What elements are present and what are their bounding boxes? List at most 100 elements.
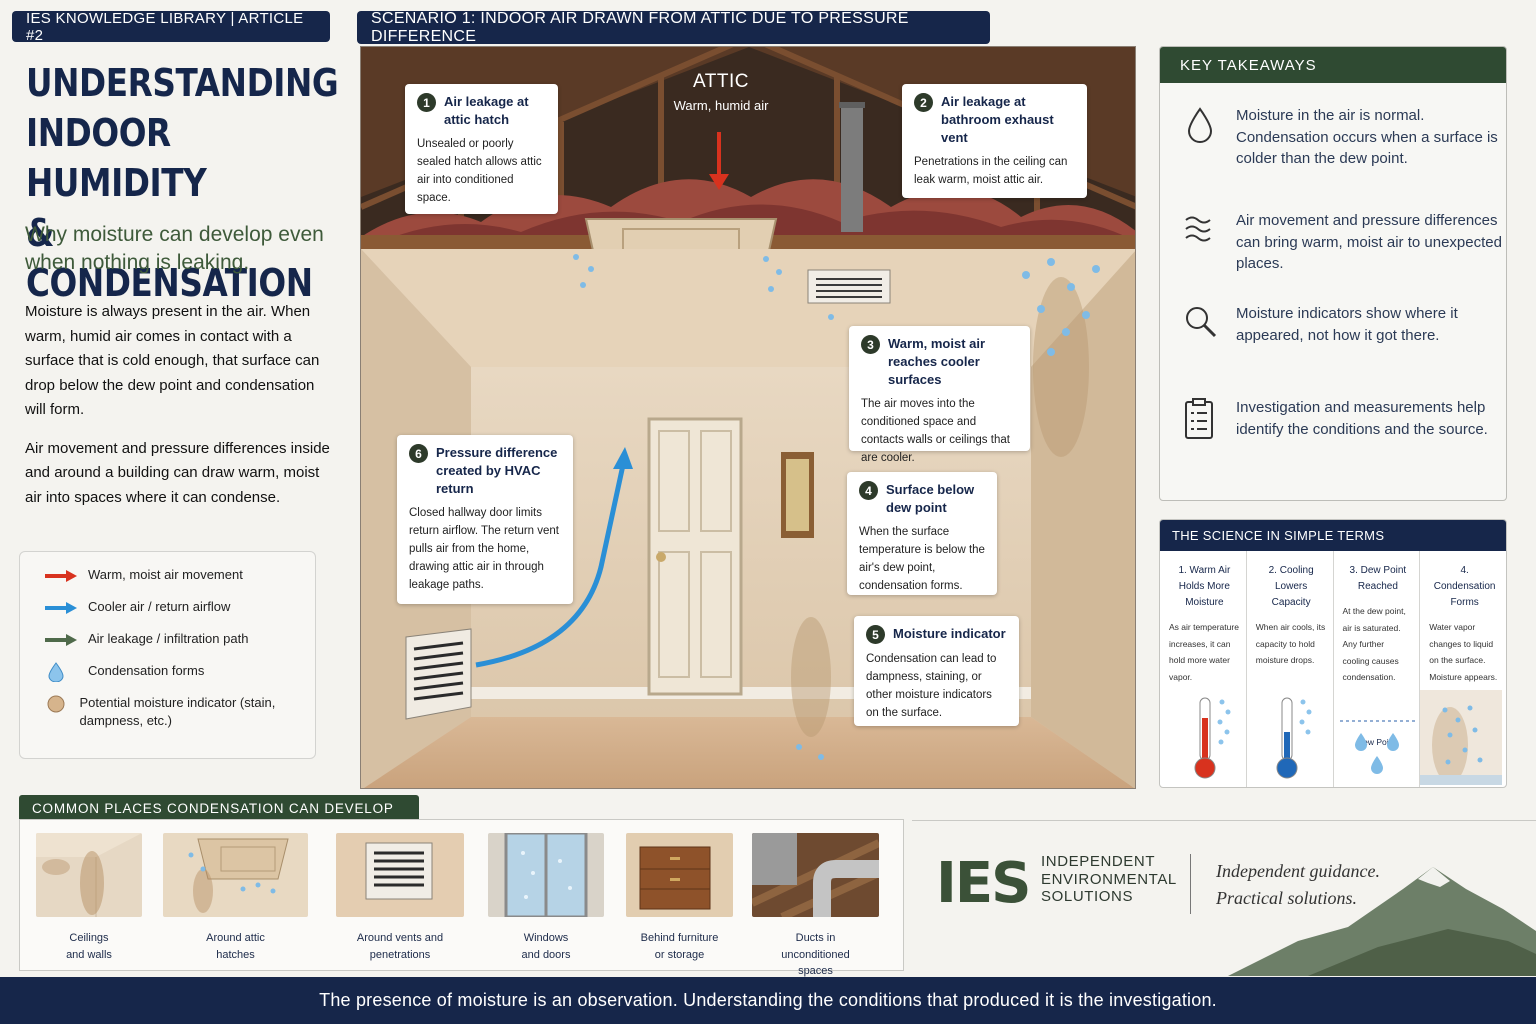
callout-number: 3 bbox=[861, 335, 880, 354]
intro-paragraph-1: Moisture is always present in the air. W… bbox=[25, 303, 320, 418]
legend-item: Warm, moist air movement bbox=[44, 566, 315, 598]
page-subtitle: Why moisture can develop even when nothi… bbox=[25, 223, 324, 274]
company-name: INDEPENDENT ENVIRONMENTAL SOLUTIONS bbox=[1041, 853, 1177, 906]
place-label-line: Ducts in bbox=[795, 932, 836, 944]
callout-cooler-surfaces: 3 Warm, moist air reaches cooler surfaces… bbox=[849, 326, 1030, 464]
science-column-title: 2. Cooling Lowers Capacity bbox=[1268, 565, 1314, 608]
science-column-body: Water vapor changes to liquid on the sur… bbox=[1429, 622, 1498, 682]
legend-label: Condensation forms bbox=[88, 663, 205, 678]
callout-hvac-return: 6 Pressure difference created by HVAC ret… bbox=[397, 435, 573, 604]
condensation-surface-icon bbox=[1420, 690, 1503, 785]
place-label-line: and walls bbox=[66, 948, 112, 961]
callout-number: 5 bbox=[866, 625, 885, 644]
page-title: UNDERSTANDING INDOOR HUMIDITY & CONDENSA… bbox=[26, 58, 339, 308]
place-label-line: penetrations bbox=[369, 948, 431, 961]
stain-dot-icon bbox=[44, 694, 80, 714]
callout-number: 6 bbox=[409, 444, 428, 463]
science-column: 3. Dew Point Reached At the dew point, a… bbox=[1334, 551, 1421, 787]
intro-text: Moisture is always present in the air. W… bbox=[25, 300, 335, 510]
title-line-1: UNDERSTANDING bbox=[26, 61, 339, 105]
place-behind-furniture: Behind furniture or storage bbox=[626, 833, 733, 963]
place-attic-hatches: Around attic hatches bbox=[163, 833, 308, 963]
key-takeaways-panel: KEY TAKEAWAYS Moisture in the air is nor… bbox=[1159, 46, 1507, 501]
science-panel: THE SCIENCE IN SIMPLE TERMS 1. Warm Air … bbox=[1159, 519, 1507, 788]
magnifier-icon bbox=[1186, 307, 1217, 338]
callout-title: Warm, moist air reaches cooler surfaces bbox=[888, 336, 986, 387]
duct-image bbox=[750, 833, 881, 921]
takeaway-text: Air movement and pressure differences ca… bbox=[1236, 212, 1502, 272]
tagline-line: Independent guidance. bbox=[1216, 861, 1380, 881]
legend-label: Cooler air / return airflow bbox=[88, 599, 231, 614]
legend-label: Warm, moist air movement bbox=[88, 567, 243, 582]
takeaway-item: Moisture indicators show where it appear… bbox=[1182, 303, 1502, 346]
science-column: 1. Warm Air Holds More Moisture As air t… bbox=[1160, 551, 1247, 787]
green-arrow-icon bbox=[44, 630, 88, 650]
mountain-illustration bbox=[1228, 867, 1536, 976]
footer-statement: The presence of moisture is an observati… bbox=[0, 977, 1536, 1024]
takeaway-text: Moisture in the air is normal. Condensat… bbox=[1236, 107, 1498, 167]
airflow-icon bbox=[1185, 216, 1211, 242]
tagline: Independent guidance. Practical solution… bbox=[1216, 858, 1380, 912]
brand-divider bbox=[1190, 854, 1191, 914]
water-drop-icon bbox=[44, 662, 88, 682]
callout-title: Air leakage at attic hatch bbox=[444, 94, 529, 127]
takeaway-text: Moisture indicators show where it appear… bbox=[1236, 305, 1458, 344]
place-label-line: Around attic bbox=[206, 932, 265, 944]
brand-block: IES INDEPENDENT ENVIRONMENTAL SOLUTIONS … bbox=[912, 820, 1536, 976]
place-ceilings-walls: Ceilings and walls bbox=[36, 833, 142, 963]
furniture-image bbox=[626, 833, 733, 917]
takeaway-item: Moisture in the air is normal. Condensat… bbox=[1182, 105, 1502, 170]
key-takeaways-heading: KEY TAKEAWAYS bbox=[1160, 47, 1506, 83]
legend-label: Air leakage / infiltration path bbox=[88, 631, 249, 646]
legend-label: Potential moisture indicator (stain, dam… bbox=[79, 695, 276, 728]
place-label-line: Around vents and bbox=[356, 932, 444, 944]
place-label-line: and doors bbox=[521, 948, 571, 961]
science-column: 2. Cooling Lowers Capacity When air cool… bbox=[1247, 551, 1334, 787]
attic-subtitle: Warm, humid air bbox=[673, 98, 769, 113]
science-column-title: 4. Condensation Forms bbox=[1433, 565, 1496, 608]
science-column: 4. Condensation Forms Water vapor change… bbox=[1420, 551, 1506, 787]
place-label-line: Ceilings bbox=[69, 932, 109, 944]
callout-moisture-indicator: 5 Moisture indicator Condensation can lea… bbox=[854, 616, 1019, 726]
tagline-line: Practical solutions. bbox=[1216, 888, 1357, 908]
callout-body: Condensation can lead to dampness, stain… bbox=[866, 653, 997, 719]
legend-item: Cooler air / return airflow bbox=[44, 598, 315, 630]
dew-point-label: Dew Point bbox=[1357, 737, 1396, 747]
vent-grille-image bbox=[336, 833, 464, 917]
callout-number: 4 bbox=[859, 481, 878, 500]
water-drop-icon bbox=[1187, 107, 1213, 143]
place-label-line: Behind furniture bbox=[640, 932, 719, 944]
legend-item: Condensation forms bbox=[44, 662, 315, 694]
place-label-line: or storage bbox=[654, 948, 705, 961]
legend: Warm, moist air movement Cooler air / re… bbox=[19, 551, 316, 759]
callout-title: Surface below dew point bbox=[886, 482, 975, 515]
callout-body: When the surface temperature is below th… bbox=[859, 526, 985, 592]
dew-point-drops-icon bbox=[1339, 720, 1416, 774]
place-label-line: spaces bbox=[798, 965, 833, 977]
title-line-3: & CONDENSATION bbox=[26, 211, 313, 305]
company-name-line: SOLUTIONS bbox=[1041, 888, 1134, 905]
red-arrow-icon bbox=[44, 566, 88, 586]
cool-thermometer-icon bbox=[1276, 697, 1312, 779]
place-label-line: hatches bbox=[216, 948, 255, 961]
callout-number: 2 bbox=[914, 93, 933, 112]
places-heading: COMMON PLACES CONDENSATION CAN DEVELOP bbox=[19, 795, 419, 822]
callout-dew-point: 4 Surface below dew point When the surfac… bbox=[847, 472, 997, 595]
callout-body: Penetrations in the ceiling can leak war… bbox=[914, 156, 1068, 186]
clipboard-icon bbox=[1185, 398, 1213, 439]
science-heading: THE SCIENCE IN SIMPLE TERMS bbox=[1160, 520, 1506, 551]
callout-title: Moisture indicator bbox=[893, 626, 1006, 641]
callout-title: Pressure difference created by HVAC retu… bbox=[436, 445, 558, 496]
attic-label: ATTIC Warm, humid air bbox=[661, 71, 781, 113]
wall-corner-image bbox=[36, 833, 142, 917]
takeaway-item: Air movement and pressure differences ca… bbox=[1182, 210, 1502, 275]
science-column-title: 1. Warm Air Holds More Moisture bbox=[1178, 565, 1231, 608]
places-panel: Ceilings and walls Around attic hatches Ar… bbox=[19, 819, 904, 977]
science-column-body: As air temperature increases, it can hol… bbox=[1169, 622, 1239, 682]
attic-hatch-image bbox=[163, 833, 308, 917]
warm-thermometer-icon bbox=[1194, 697, 1231, 779]
attic-title: ATTIC bbox=[693, 71, 749, 92]
callout-body: The air moves into the conditioned space… bbox=[861, 398, 1010, 464]
